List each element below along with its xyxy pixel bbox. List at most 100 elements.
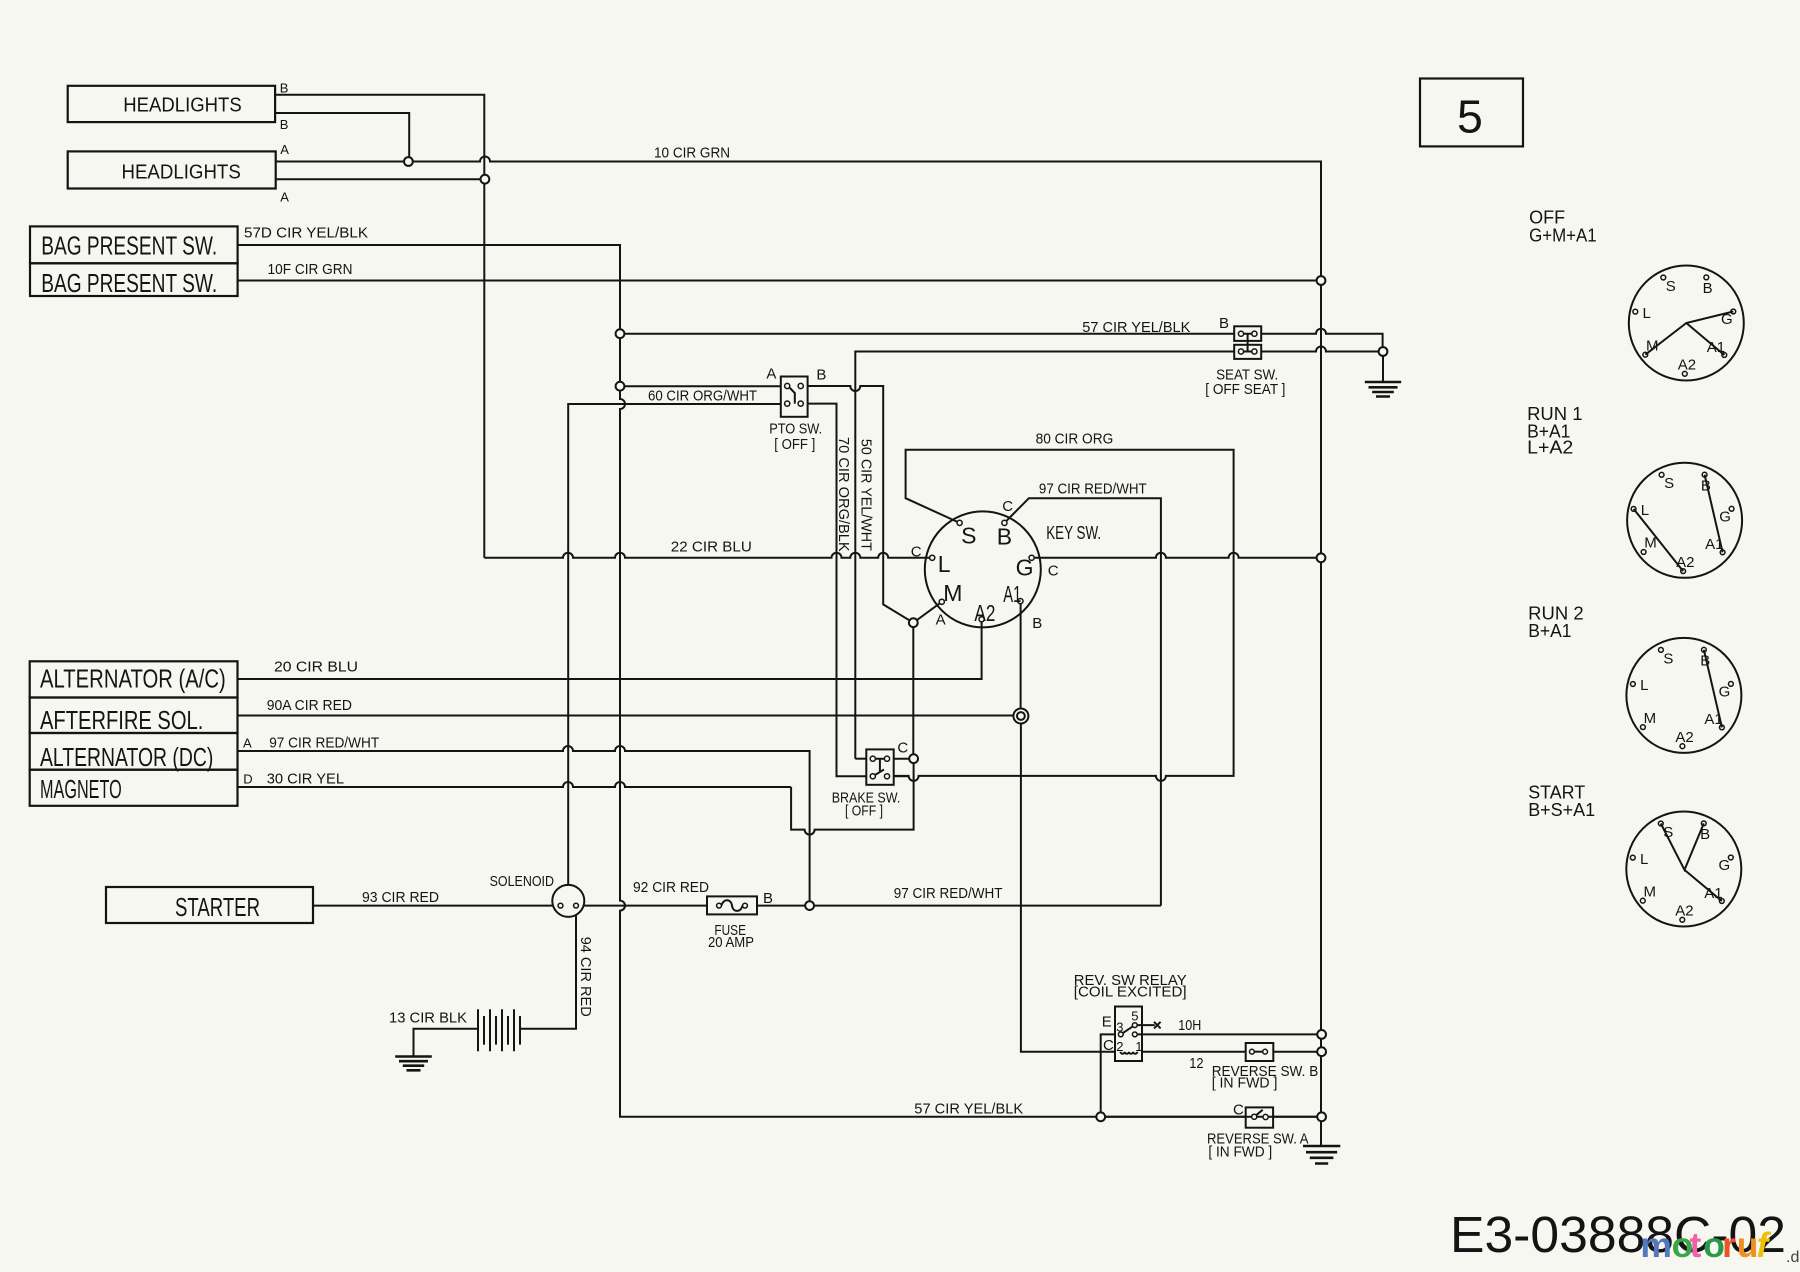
- svg-text:B: B: [1219, 315, 1229, 332]
- svg-text:t: t: [1690, 1225, 1702, 1265]
- svg-text:60 CIR ORG/WHT: 60 CIR ORG/WHT: [648, 387, 757, 404]
- svg-text:B: B: [997, 523, 1012, 549]
- svg-text:S: S: [961, 522, 976, 548]
- svg-text:L: L: [938, 551, 951, 577]
- svg-text:20 CIR BLU: 20 CIR BLU: [274, 659, 358, 676]
- svg-text:E: E: [1102, 1014, 1112, 1031]
- svg-text:B: B: [1700, 826, 1710, 843]
- svg-text:m: m: [1640, 1225, 1672, 1265]
- svg-text:B: B: [280, 117, 289, 132]
- svg-text:A1: A1: [1003, 581, 1021, 607]
- svg-text:70 CIR ORG/BLK: 70 CIR ORG/BLK: [835, 437, 852, 552]
- svg-text:BAG PRESENT SW.: BAG PRESENT SW.: [41, 268, 217, 298]
- svg-text:22 CIR BLU: 22 CIR BLU: [671, 539, 752, 556]
- svg-text:13 CIR BLK: 13 CIR BLK: [389, 1009, 467, 1026]
- svg-text:80 CIR ORG: 80 CIR ORG: [1036, 430, 1114, 447]
- svg-text:u: u: [1737, 1225, 1759, 1265]
- svg-text:G+M+A1: G+M+A1: [1529, 226, 1597, 246]
- svg-text:5: 5: [1457, 91, 1483, 143]
- svg-text:93 CIR RED: 93 CIR RED: [362, 889, 439, 906]
- svg-text:o: o: [1672, 1225, 1694, 1265]
- svg-text:M: M: [1644, 535, 1657, 552]
- svg-text:30 CIR YEL: 30 CIR YEL: [267, 770, 344, 787]
- svg-text:HEADLIGHTS: HEADLIGHTS: [122, 162, 241, 184]
- svg-text:SEAT SW.: SEAT SW.: [1216, 366, 1278, 383]
- svg-text:A1: A1: [1704, 885, 1722, 902]
- svg-text:B+S+A1: B+S+A1: [1528, 800, 1595, 820]
- svg-text:RUN 2: RUN 2: [1528, 604, 1583, 624]
- svg-text:M: M: [1646, 337, 1659, 354]
- svg-text:STARTER: STARTER: [175, 892, 260, 922]
- svg-text:[COIL EXCITED]: [COIL EXCITED]: [1074, 984, 1187, 1001]
- svg-text:3: 3: [1116, 1019, 1123, 1034]
- svg-text:C: C: [1002, 498, 1013, 515]
- svg-text:AFTERFIRE SOL.: AFTERFIRE SOL.: [40, 705, 203, 735]
- svg-text:B: B: [1700, 652, 1710, 669]
- svg-text:B+A1: B+A1: [1528, 621, 1571, 641]
- svg-text:f: f: [1757, 1225, 1772, 1265]
- svg-text:[ OFF ]: [ OFF ]: [845, 802, 883, 819]
- svg-text:A1: A1: [1705, 536, 1723, 553]
- svg-text:50 CIR YEL/WHT: 50 CIR YEL/WHT: [858, 439, 875, 551]
- svg-text:57D CIR YEL/BLK: 57D CIR YEL/BLK: [244, 225, 368, 242]
- svg-text:C: C: [1103, 1037, 1114, 1054]
- svg-text:B: B: [816, 366, 826, 383]
- svg-text:G: G: [1721, 311, 1733, 328]
- svg-text:REV. SW RELAY: REV. SW RELAY: [1074, 972, 1187, 989]
- svg-text:.de: .de: [1786, 1249, 1800, 1266]
- svg-text:RUN 1: RUN 1: [1527, 404, 1582, 424]
- svg-text:HEADLIGHTS: HEADLIGHTS: [123, 95, 241, 117]
- svg-text:90A CIR RED: 90A CIR RED: [267, 697, 352, 714]
- svg-text:S: S: [1664, 475, 1674, 492]
- svg-text:20 AMP: 20 AMP: [708, 934, 754, 951]
- svg-text:SOLENOID: SOLENOID: [490, 873, 555, 890]
- svg-text:L+A2: L+A2: [1527, 437, 1573, 457]
- svg-text:10 CIR GRN: 10 CIR GRN: [654, 145, 730, 162]
- svg-text:r: r: [1722, 1225, 1736, 1265]
- svg-text:START: START: [1528, 783, 1585, 803]
- svg-text:5: 5: [1131, 1008, 1138, 1023]
- svg-text:L: L: [1640, 677, 1648, 694]
- svg-text:B: B: [1032, 615, 1042, 632]
- svg-text:B: B: [1703, 280, 1713, 297]
- svg-text:S: S: [1666, 278, 1676, 295]
- svg-text:A2: A2: [1675, 903, 1693, 920]
- svg-text:A2: A2: [1676, 554, 1694, 571]
- svg-text:A1: A1: [1707, 339, 1725, 356]
- svg-text:A: A: [936, 611, 946, 628]
- svg-text:BAG PRESENT SW.: BAG PRESENT SW.: [41, 231, 217, 261]
- svg-text:REVERSE SW. B: REVERSE SW. B: [1212, 1063, 1319, 1080]
- svg-text:G: G: [1016, 555, 1034, 581]
- svg-text:S: S: [1663, 650, 1673, 667]
- svg-text:10F CIR GRN: 10F CIR GRN: [268, 261, 353, 278]
- svg-text:2: 2: [1116, 1039, 1123, 1054]
- svg-text:57 CIR YEL/BLK: 57 CIR YEL/BLK: [914, 1101, 1023, 1118]
- svg-text:B+A1: B+A1: [1527, 422, 1570, 442]
- svg-text:OFF: OFF: [1529, 207, 1565, 227]
- svg-text:o: o: [1703, 1225, 1725, 1265]
- svg-text:M: M: [1644, 710, 1657, 727]
- svg-text:ALTERNATOR (DC): ALTERNATOR (DC): [40, 742, 213, 772]
- svg-text:97 CIR RED/WHT: 97 CIR RED/WHT: [1039, 480, 1147, 497]
- svg-text:M: M: [1644, 883, 1657, 900]
- svg-text:A: A: [243, 736, 252, 751]
- svg-text:92 CIR RED: 92 CIR RED: [633, 879, 709, 896]
- svg-text:[ OFF ]: [ OFF ]: [774, 436, 815, 453]
- svg-text:97 CIR RED/WHT: 97 CIR RED/WHT: [894, 885, 1003, 902]
- svg-text:97 CIR RED/WHT: 97 CIR RED/WHT: [269, 735, 379, 752]
- svg-text:12: 12: [1189, 1055, 1203, 1072]
- svg-text:[ IN FWD ]: [ IN FWD ]: [1208, 1144, 1272, 1161]
- svg-text:C: C: [911, 544, 922, 561]
- svg-text:1: 1: [1135, 1039, 1142, 1054]
- svg-text:G: G: [1719, 509, 1731, 526]
- svg-text:E3-03888C-02: E3-03888C-02: [1450, 1206, 1786, 1263]
- svg-text:A: A: [766, 366, 776, 383]
- svg-text:FUSE: FUSE: [714, 922, 746, 939]
- svg-text:C: C: [1233, 1102, 1244, 1119]
- svg-text:MAGNETO: MAGNETO: [40, 774, 122, 804]
- svg-text:G: G: [1719, 857, 1731, 874]
- svg-text:A2: A2: [974, 600, 995, 626]
- svg-text:S: S: [1663, 824, 1673, 841]
- svg-text:L: L: [1640, 851, 1648, 868]
- svg-text:A2: A2: [1675, 729, 1693, 746]
